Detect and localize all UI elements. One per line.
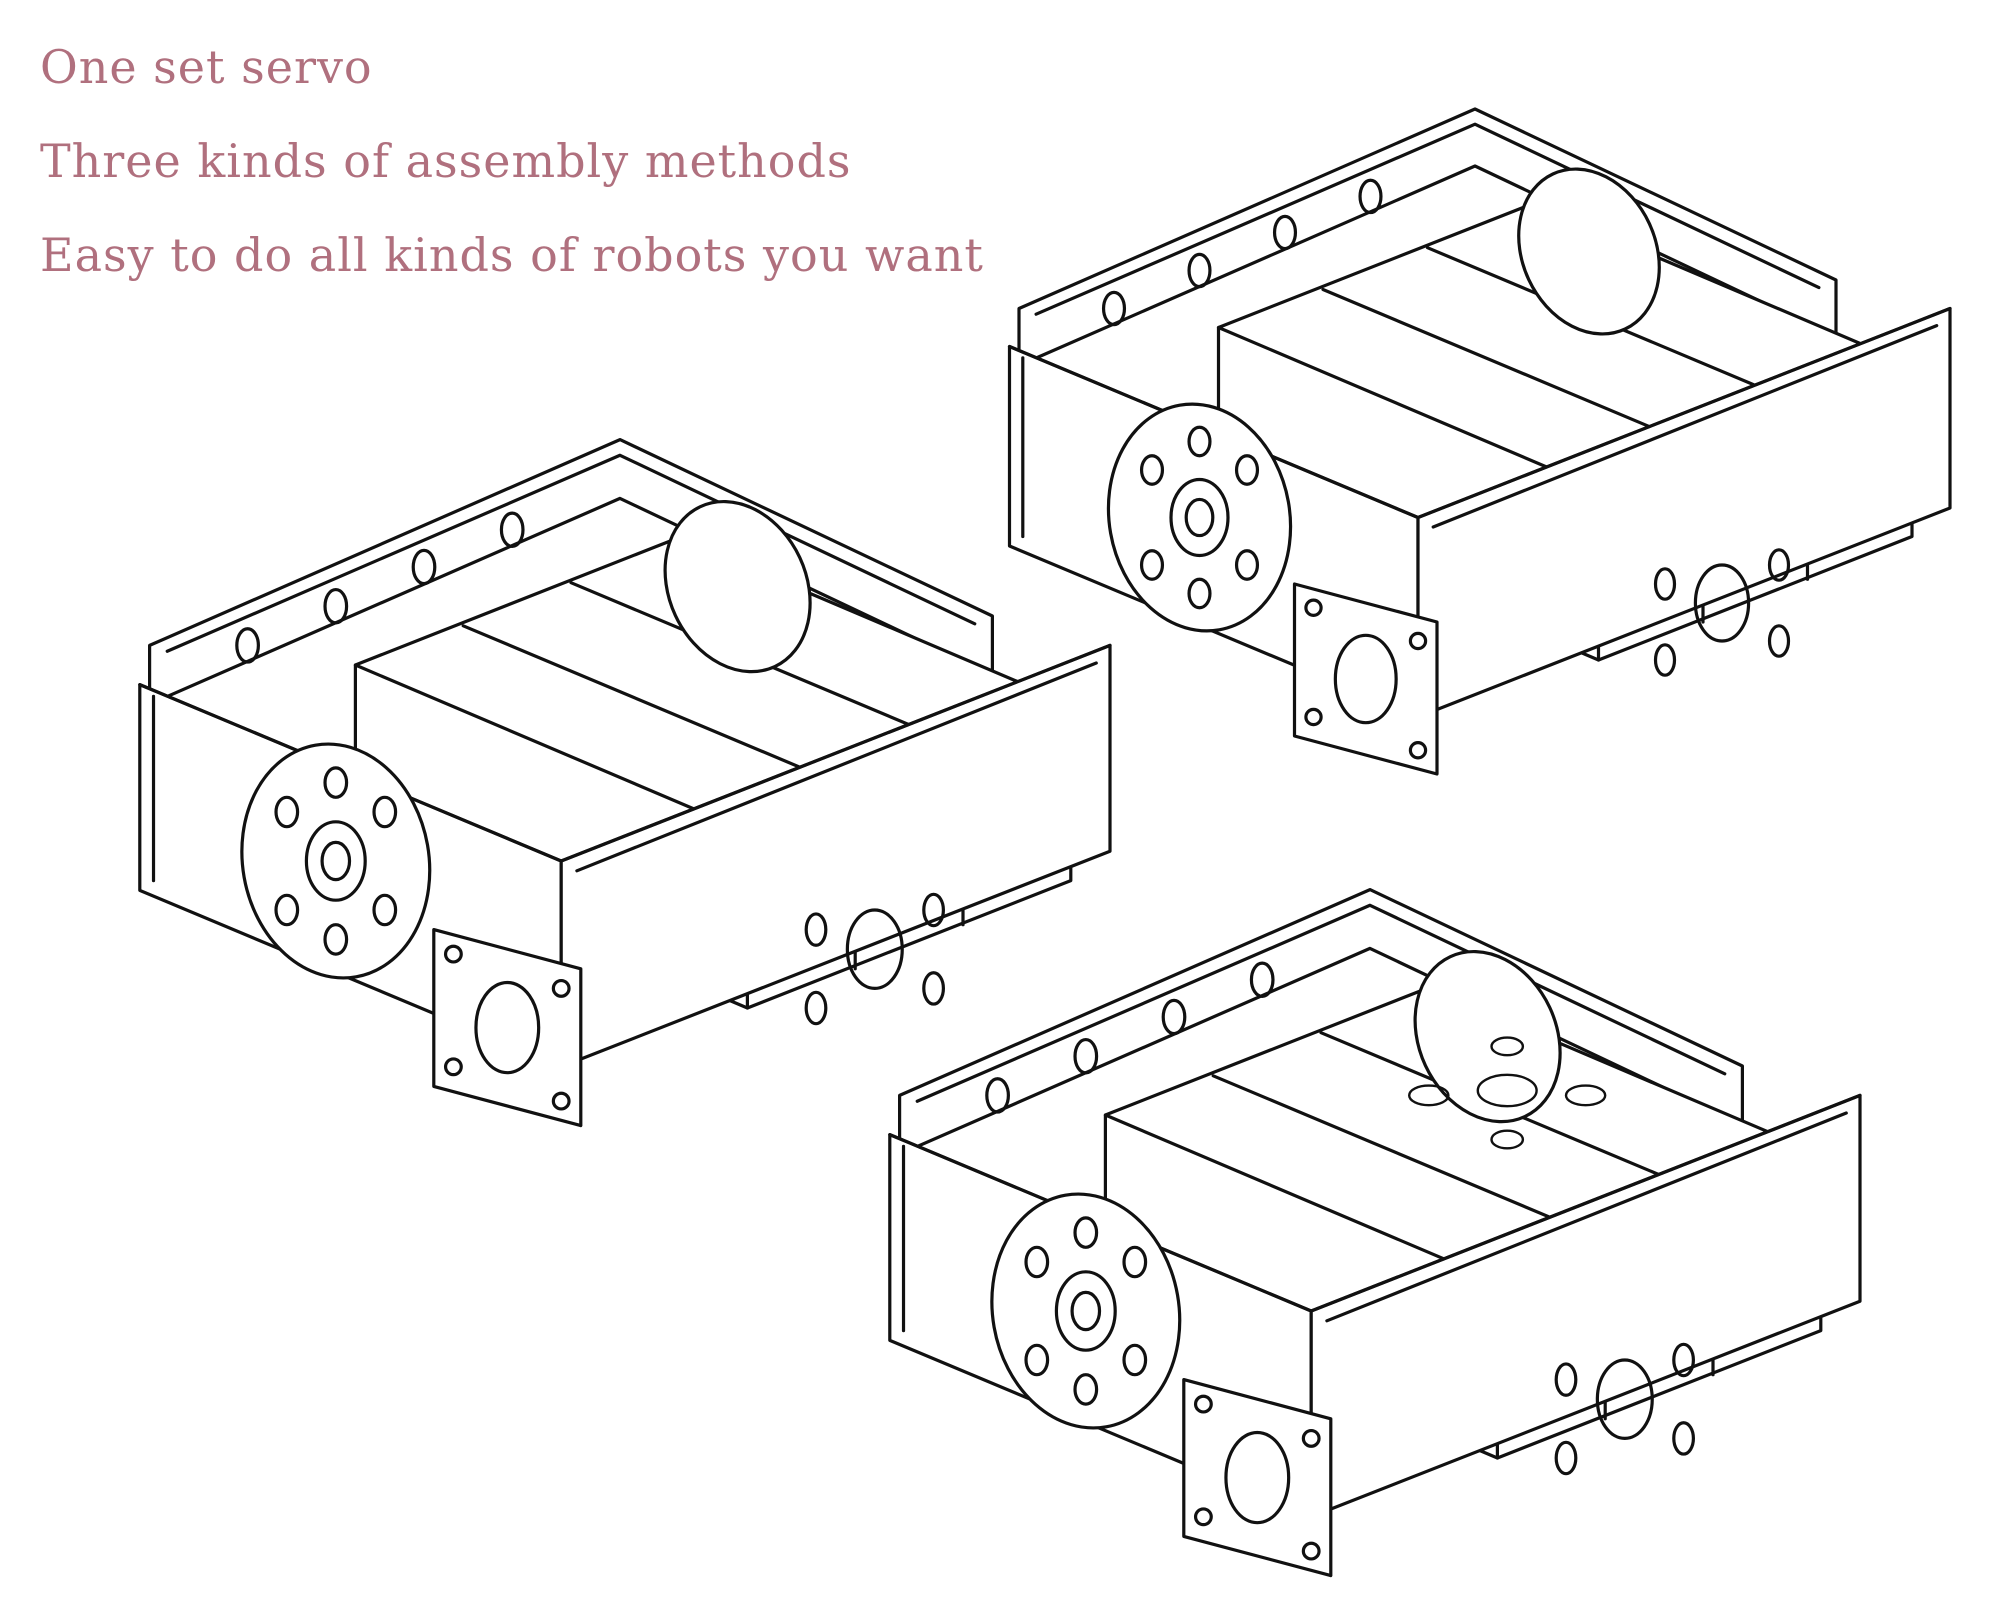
- caption-line-assembly-methods: Three kinds of assembly methods: [40, 134, 852, 188]
- caption-line-servo-set: One set servo: [40, 40, 373, 94]
- caption-line-robots: Easy to do all kinds of robots you want: [40, 228, 984, 282]
- assembly-bottom-right: [888, 888, 1862, 1578]
- caption-block: One set servo Three kinds of assembly me…: [40, 20, 984, 302]
- assembly-top-right: [1007, 107, 1952, 776]
- assembly-middle-left: [138, 438, 1112, 1128]
